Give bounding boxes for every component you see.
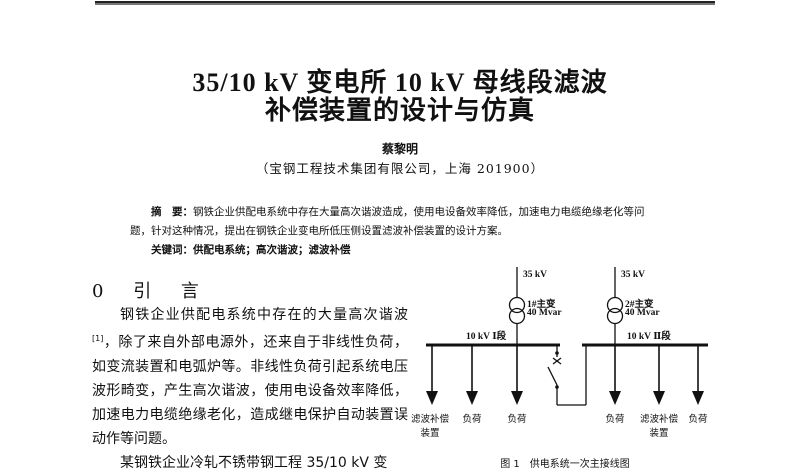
right-supply-voltage: 35 kV	[621, 270, 646, 280]
page-header-rule	[95, 1, 715, 5]
left-transformer-name: 1#主变	[527, 300, 556, 310]
paper-title-line2: 补偿装置的设计与仿真	[264, 96, 535, 125]
left-supply-voltage: 35 kV	[523, 270, 548, 280]
right-transformer-rating: 40 Mvar	[625, 308, 660, 318]
citation-ref: [1]	[92, 334, 104, 343]
paragraph-1: 钢铁企业供配电系统中存在的大量高次谐波 [1]，除了来自外部电源外，还来自于非线性…	[92, 303, 408, 451]
right-transformer-name: 2#主变	[625, 300, 654, 310]
abstract-label: 摘 要：	[151, 206, 193, 218]
load-label-left-2: 负荷	[462, 414, 482, 425]
load-label-right-2: 滤波补偿装置	[639, 414, 678, 439]
keywords-text: 供配电系统；高次谐波；滤波补偿	[193, 244, 351, 256]
section-title: 引 言	[133, 281, 211, 302]
paragraph-1-part-a: 钢铁企业供配电系统中存在的大量高次谐波	[120, 307, 408, 323]
abstract-text: 钢铁企业供配电系统中存在大量高次谐波造成，使用电设备效率降低，加速电力电缆绝缘老…	[130, 206, 645, 237]
body-text: 钢铁企业供配电系统中存在的大量高次谐波 [1]，除了来自外部电源外，还来自于非线性…	[92, 303, 408, 475]
right-bus-label: 10 kV Ⅱ段	[627, 332, 671, 342]
abstract: 摘 要：钢铁企业供配电系统中存在大量高次谐波造成，使用电设备效率降低，加速电力电…	[130, 203, 650, 260]
section-number: 0	[92, 281, 116, 302]
diagram-lines	[426, 267, 708, 406]
left-bus-label: 10 kV Ⅰ段	[466, 332, 507, 342]
single-line-diagram: 35 kV 1#主变 40 Mvar 10 kV Ⅰ段 35 kV 2#主变 4…	[411, 265, 720, 450]
left-transformer-rating: 40 Mvar	[527, 308, 562, 318]
paragraph-1-part-b: ，除了来自外部电源外，还来自于非线性负荷，如变流装置和电弧炉等。非线性负荷引起系…	[92, 334, 408, 447]
affiliation: （宝钢工程技术集团有限公司，上海 201900）	[255, 161, 545, 176]
keywords-label: 关键词：	[151, 244, 193, 256]
load-label-right-1: 负荷	[605, 414, 625, 425]
load-label-right-3: 负荷	[688, 414, 708, 425]
paper-title-line1: 35/10 kV 变电所 10 kV 母线段滤波	[192, 68, 608, 97]
load-label-left-3: 负荷	[507, 414, 527, 425]
figure-caption: 图 1 供电系统一次主接线图	[500, 459, 630, 470]
load-label-left-1: 滤波补偿装置	[410, 414, 449, 439]
paragraph-2: 某钢铁企业冷轧不锈带钢工程 35/10 kV 变	[120, 454, 388, 471]
author: 蔡黎明	[381, 142, 418, 156]
section-heading: 0 引 言	[92, 277, 211, 303]
